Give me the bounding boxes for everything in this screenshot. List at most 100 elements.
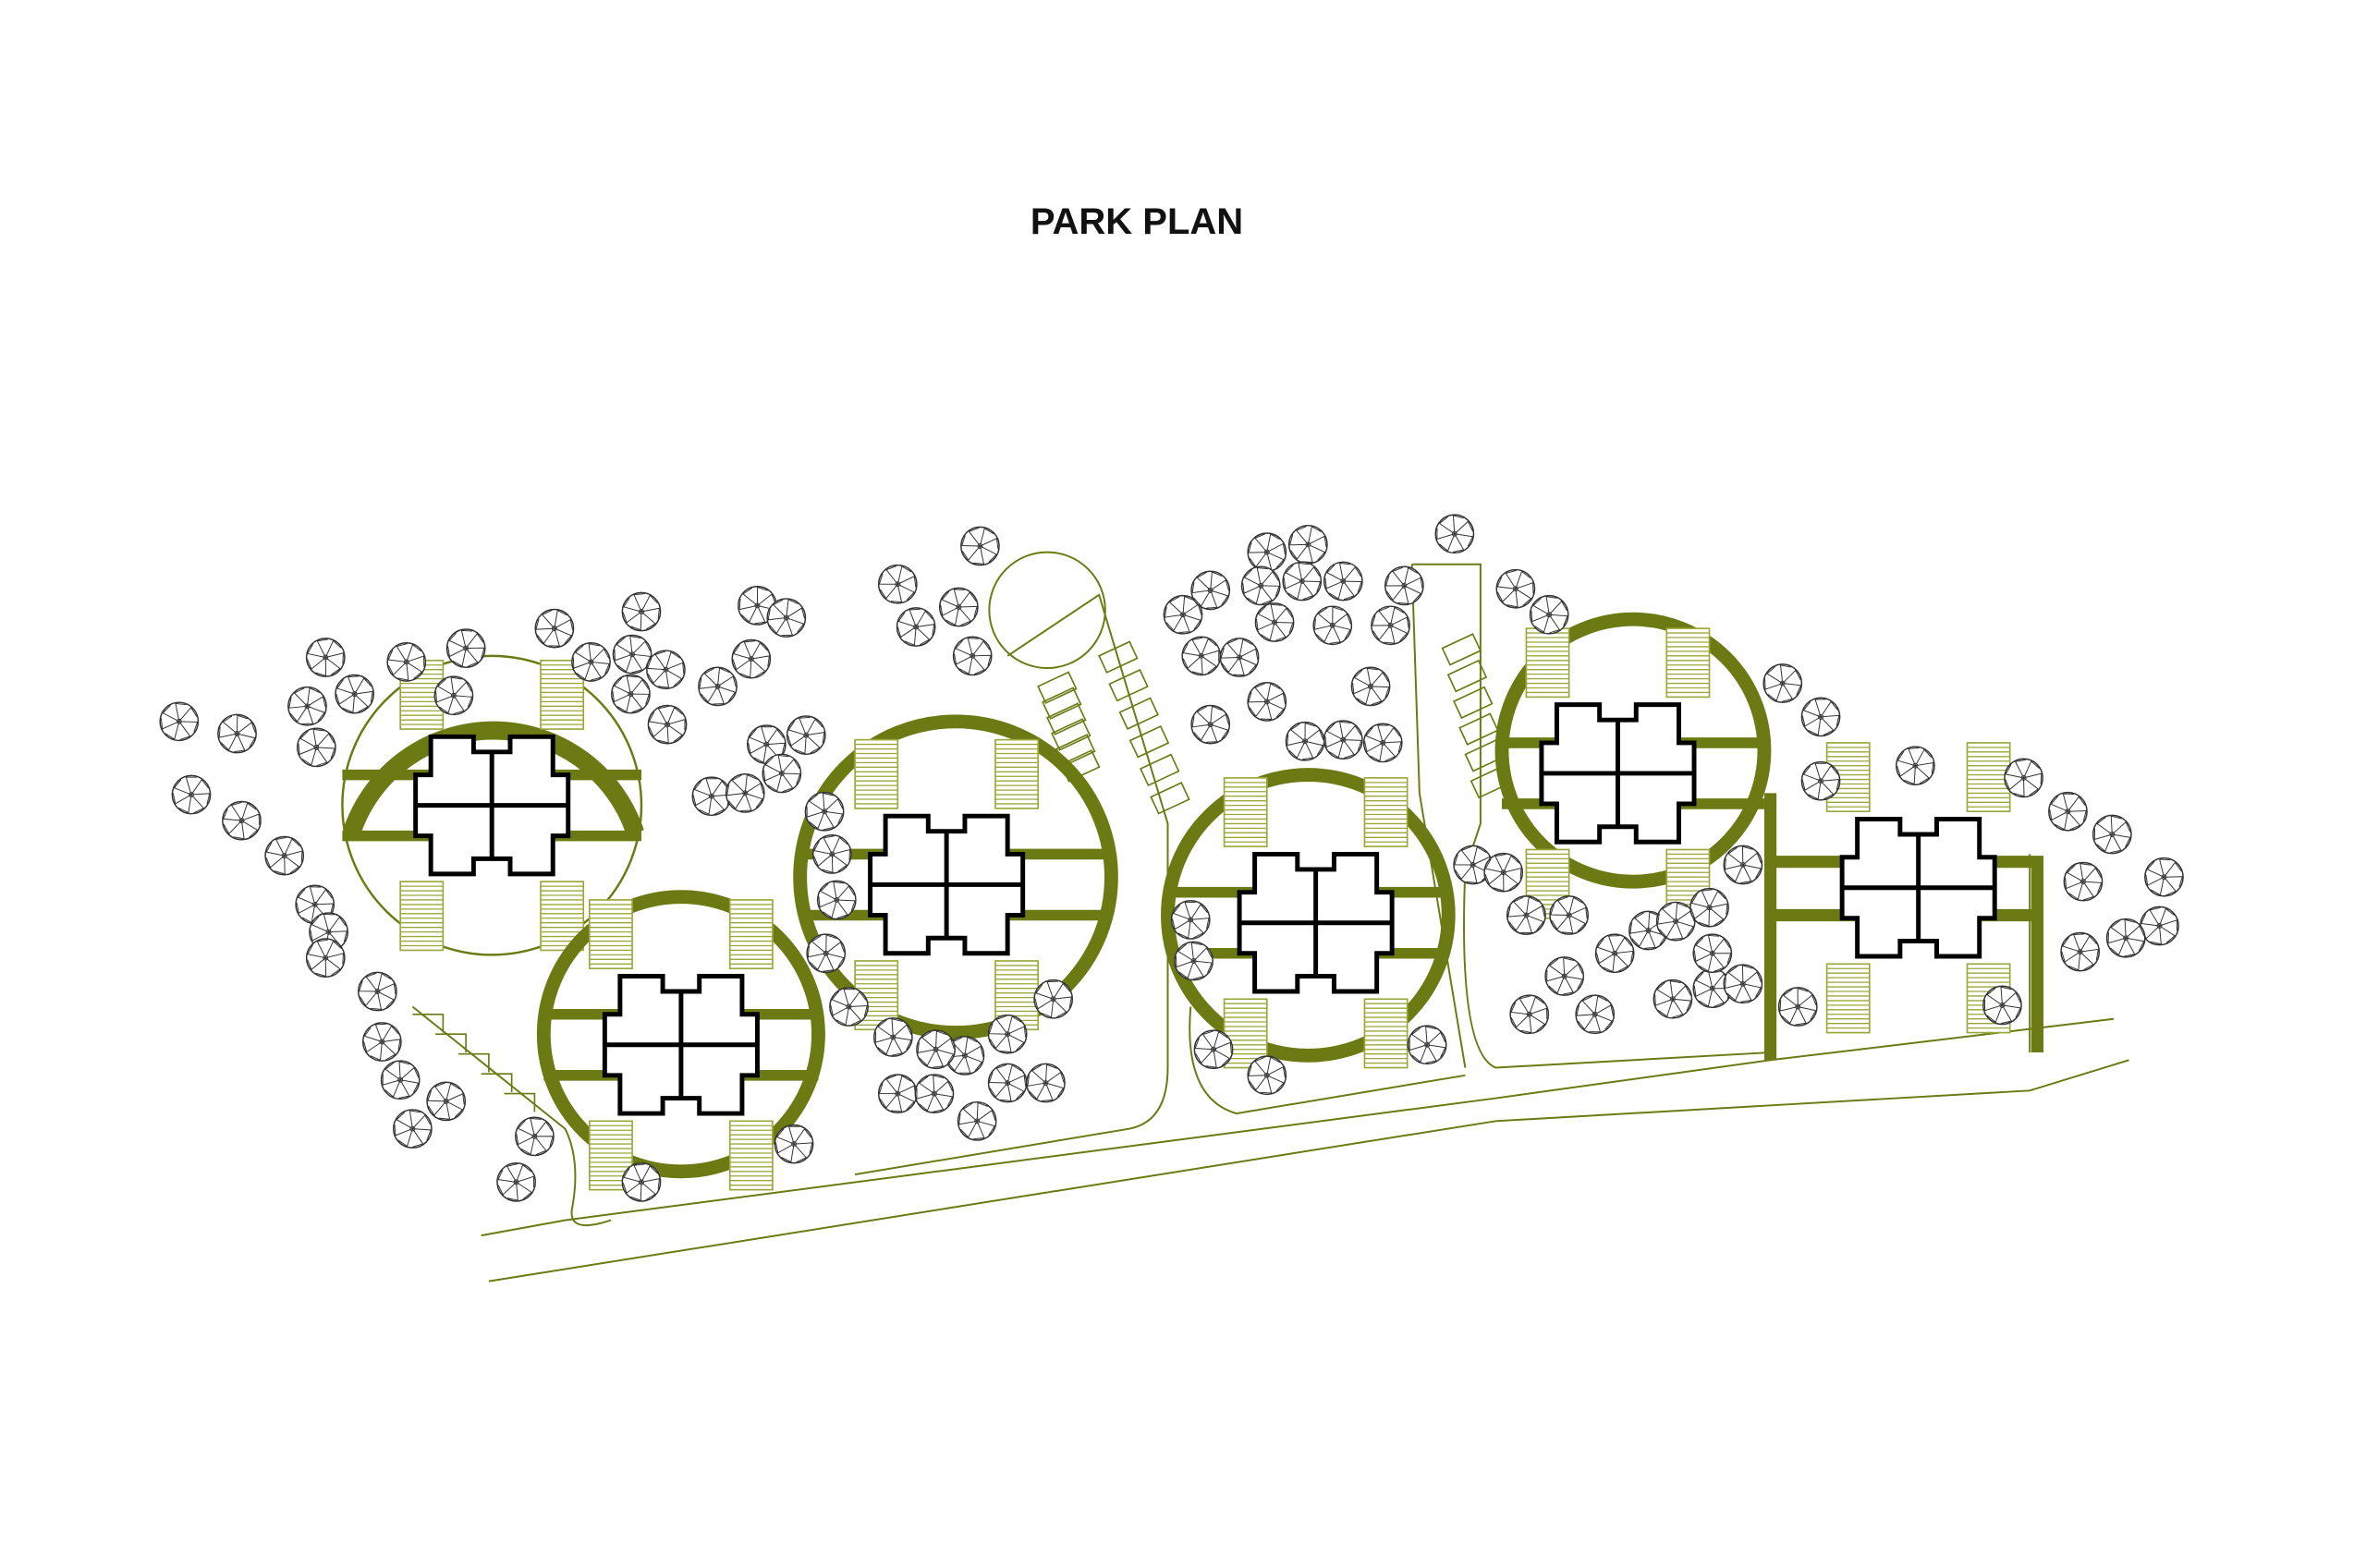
terrace-deck bbox=[589, 899, 633, 970]
tree-icon bbox=[1895, 746, 1935, 786]
tree-icon bbox=[786, 715, 826, 756]
tree-icon bbox=[1193, 1029, 1234, 1070]
tree-icon bbox=[766, 598, 807, 638]
tree-icon bbox=[987, 1014, 1028, 1054]
tree-icon bbox=[171, 774, 212, 815]
tree-icon bbox=[987, 1063, 1028, 1103]
step bbox=[1046, 702, 1087, 735]
tree-icon bbox=[445, 628, 486, 668]
tree-icon bbox=[621, 1161, 662, 1202]
plan-title: PARK PLAN bbox=[1030, 201, 1244, 242]
tree-icon bbox=[1506, 895, 1546, 935]
tree-icon bbox=[938, 587, 979, 627]
tree-icon bbox=[896, 607, 936, 647]
tree-icon bbox=[2048, 791, 2088, 832]
tree-icon bbox=[1655, 901, 1696, 942]
tree-icon bbox=[496, 1161, 536, 1202]
terrace-deck bbox=[1525, 627, 1570, 699]
tree-icon bbox=[1247, 532, 1287, 572]
terrace-deck bbox=[728, 899, 774, 970]
tree-icon bbox=[1026, 1063, 1066, 1103]
tree-icon bbox=[222, 800, 262, 841]
terrace-deck bbox=[1223, 998, 1268, 1069]
tree-icon bbox=[1170, 900, 1211, 940]
tree-icon bbox=[1689, 887, 1729, 928]
tree-icon bbox=[1800, 697, 1841, 737]
step bbox=[1060, 749, 1101, 783]
tree-icon bbox=[2144, 857, 2184, 897]
tree-icon bbox=[571, 642, 611, 682]
step bbox=[481, 1073, 513, 1092]
tree-icon bbox=[2140, 906, 2179, 946]
step bbox=[1453, 686, 1494, 720]
step bbox=[504, 1092, 536, 1112]
tree-icon bbox=[534, 608, 575, 649]
step bbox=[1037, 671, 1078, 704]
step bbox=[1470, 765, 1511, 799]
tree-icon bbox=[426, 1081, 467, 1122]
tree-icon bbox=[1312, 605, 1353, 646]
lookout-circle-1 bbox=[988, 551, 1106, 670]
tree-icon bbox=[957, 1100, 997, 1141]
tree-icon bbox=[217, 713, 257, 754]
tree-icon bbox=[1549, 895, 1590, 935]
tree-icon bbox=[806, 933, 847, 974]
tree-icon bbox=[392, 1109, 433, 1149]
tree-icon bbox=[1495, 568, 1536, 609]
step bbox=[457, 1052, 490, 1073]
step bbox=[1128, 724, 1170, 759]
step bbox=[1108, 668, 1149, 702]
step bbox=[1042, 687, 1082, 720]
tree-icon bbox=[1254, 602, 1295, 642]
tree-icon bbox=[1190, 704, 1231, 745]
housing-unit-5 bbox=[1494, 612, 1772, 919]
terrace-deck bbox=[1363, 998, 1409, 1069]
terrace-deck bbox=[1363, 777, 1409, 848]
tree-icon bbox=[611, 674, 651, 714]
housing-unit-2 bbox=[536, 890, 825, 1191]
tree-icon bbox=[1323, 561, 1363, 602]
road-edge-upper bbox=[481, 1017, 2115, 1237]
terrace-deck bbox=[1665, 627, 1711, 699]
tree-icon bbox=[914, 1074, 955, 1113]
tree-icon bbox=[1371, 605, 1410, 646]
tree-icon bbox=[358, 971, 397, 1012]
tree-icon bbox=[1181, 636, 1222, 676]
tree-icon bbox=[296, 727, 336, 768]
tree-icon bbox=[762, 753, 802, 794]
tree-icon bbox=[1407, 1025, 1447, 1065]
tree-icon bbox=[1509, 994, 1550, 1035]
tree-icon bbox=[1723, 964, 1763, 1004]
step bbox=[435, 1033, 467, 1053]
tree-icon bbox=[1762, 663, 1803, 703]
tree-icon bbox=[1219, 638, 1260, 677]
tree-icon bbox=[746, 724, 787, 764]
terrace-deck bbox=[1825, 963, 1871, 1034]
tree-icon bbox=[2063, 861, 2104, 902]
terrace-deck bbox=[1525, 848, 1570, 919]
tree-icon bbox=[612, 634, 652, 675]
tree-icon bbox=[1247, 681, 1287, 722]
tree-icon bbox=[960, 526, 1000, 566]
tree-icon bbox=[1777, 987, 1818, 1027]
garden-boundary bbox=[341, 654, 643, 956]
step bbox=[1464, 739, 1505, 772]
tree-icon bbox=[621, 591, 662, 632]
tree-icon bbox=[1544, 956, 1585, 996]
tree-icon bbox=[1594, 933, 1635, 974]
tree-icon bbox=[877, 564, 918, 604]
tree-icon bbox=[2105, 918, 2146, 958]
tree-icon bbox=[305, 638, 346, 677]
tree-icon bbox=[1163, 594, 1203, 635]
terrace-deck bbox=[1966, 742, 2011, 813]
lawn-4 bbox=[1189, 1006, 1466, 1115]
tree-icon bbox=[731, 638, 772, 679]
tree-icon bbox=[811, 834, 852, 874]
step bbox=[1118, 697, 1160, 730]
tree-icon bbox=[264, 835, 305, 876]
terrace-deck bbox=[399, 881, 445, 952]
tree-icon bbox=[386, 642, 427, 682]
tree-icon bbox=[774, 1124, 814, 1164]
tree-icon bbox=[877, 1074, 918, 1113]
